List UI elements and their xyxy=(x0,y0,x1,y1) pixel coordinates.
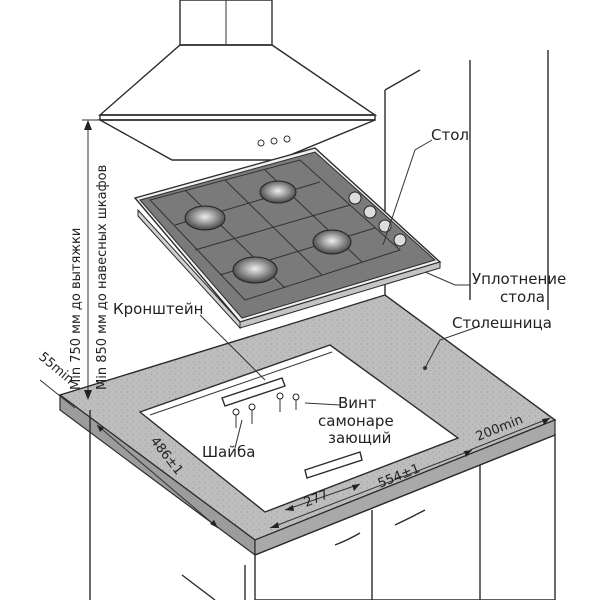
label-screw-line3: зающий xyxy=(328,429,391,447)
cooker-hood xyxy=(97,0,378,161)
mounting-hardware xyxy=(221,377,363,479)
label-bracket: Кронштейн xyxy=(113,300,203,318)
label-table: Стол xyxy=(431,126,469,144)
label-countertop: Столешница xyxy=(452,314,552,332)
label-seal-line2: стола xyxy=(500,288,545,306)
label-screw-line1: Винт xyxy=(338,394,377,412)
label-seal-line1: Уплотнение xyxy=(472,270,566,288)
label-washer: Шайба xyxy=(202,443,255,461)
dimension-lines xyxy=(39,379,551,529)
dim-hood-750: Min 750 мм до вытяжки xyxy=(69,228,84,390)
vertical-dimension xyxy=(82,119,100,400)
label-screw-line2: самонаре xyxy=(318,412,394,430)
gas-hob xyxy=(133,147,442,330)
base-cabinet xyxy=(89,410,556,600)
leader-lines xyxy=(199,139,481,449)
dim-cabinets-850: Min 850 мм до навесных шкафов xyxy=(95,165,110,390)
countertop xyxy=(58,294,557,557)
